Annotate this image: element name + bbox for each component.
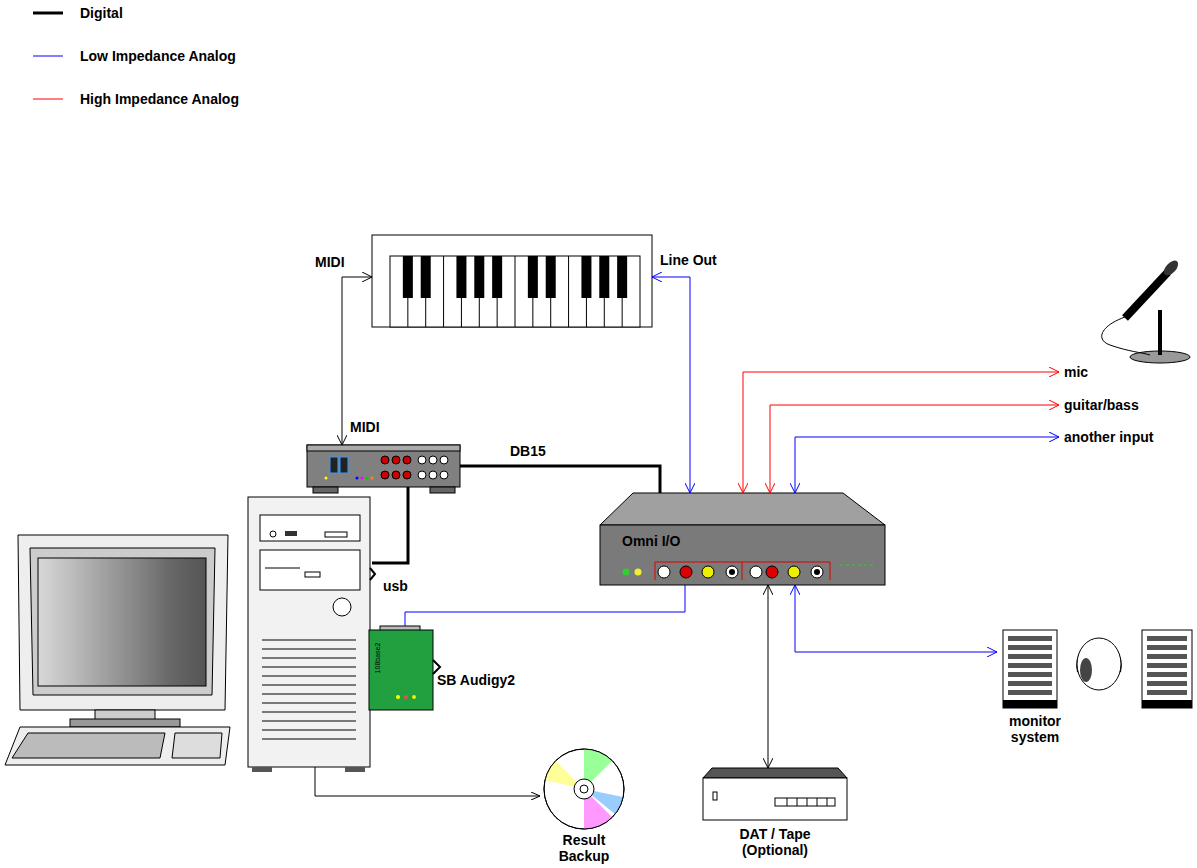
legend-text: High Impedance Analog [80, 91, 239, 107]
monitor-system-illustration [1003, 630, 1192, 708]
connector [652, 277, 690, 493]
omni-io-box: Omni I/O [600, 493, 885, 585]
legend-text: Low Impedance Analog [80, 48, 236, 64]
cd-illustration [544, 749, 624, 829]
cd-backup: Result Backup [544, 749, 624, 829]
input-label: mic [1062, 364, 1091, 380]
node-text: MIDI [350, 419, 380, 435]
node-text: DAT / Tape (Optional) [725, 826, 825, 858]
node-text: MIDI [315, 254, 345, 270]
microphone-illustration [1102, 258, 1190, 363]
computer-monitor [5, 535, 230, 765]
connector [460, 466, 660, 493]
midi-interface-illustration [307, 445, 460, 493]
computer-tower [248, 497, 375, 772]
node-text: Omni I/O [622, 533, 680, 549]
input-label: guitar/bass [1062, 397, 1141, 413]
midi-interface: MIDI [307, 445, 460, 487]
connector [768, 585, 769, 768]
legend-line [33, 56, 63, 57]
legend-line [33, 99, 63, 100]
connector [743, 372, 1059, 493]
sound-card-illustration [369, 626, 440, 710]
node-text: Line Out [660, 252, 717, 268]
connector [770, 405, 1059, 493]
connector [795, 437, 1059, 493]
sound-card: 108base2SB Audigy2 [369, 630, 433, 710]
monitor-system: monitor system [1003, 628, 1192, 708]
backup-wire [315, 767, 540, 796]
legend-line [33, 12, 63, 15]
node-text: 108base2 [374, 643, 382, 674]
usb-wire [372, 487, 408, 563]
port-label: usb [383, 578, 408, 594]
dat-deck: DAT / Tape (Optional) [703, 768, 847, 820]
node-text: another input [1064, 429, 1153, 445]
keyboard-illustration [372, 235, 652, 327]
keyboard: MIDILine Out [372, 235, 652, 327]
node-text: monitor system [1003, 713, 1067, 745]
connector [795, 585, 997, 652]
connector [405, 585, 685, 626]
input-label: another input [1062, 429, 1156, 445]
node-text: Result Backup [544, 832, 624, 864]
node-text: SB Audigy2 [437, 672, 515, 688]
edge-label: DB15 [508, 443, 548, 459]
omni-io-illustration [600, 493, 885, 585]
dat-deck-illustration [703, 768, 847, 820]
legend-text: Digital [80, 5, 123, 21]
node-text: guitar/bass [1064, 397, 1139, 413]
node-text: mic [1064, 364, 1088, 380]
